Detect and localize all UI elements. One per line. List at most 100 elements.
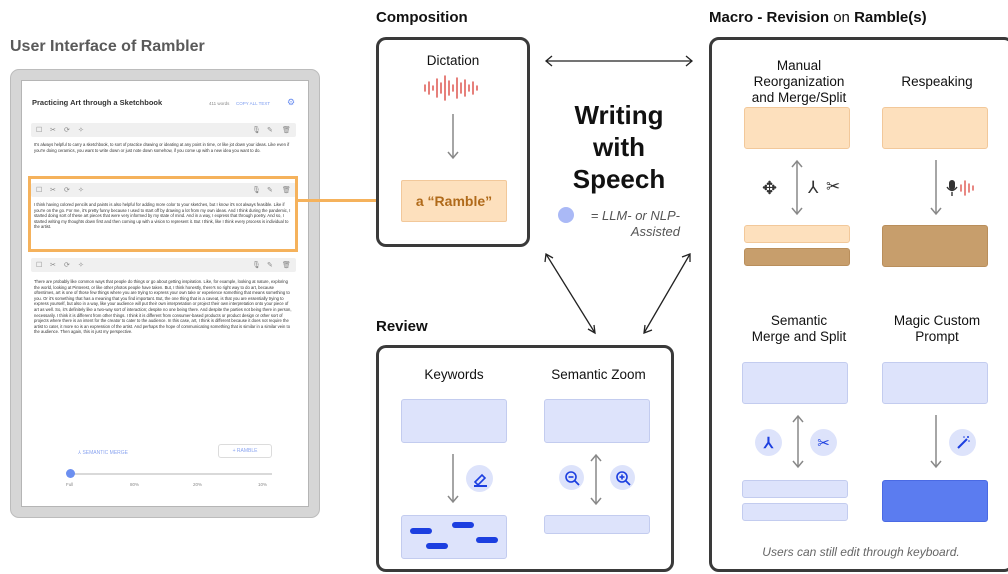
llm-legend: = LLM- or NLP- Assisted — [580, 208, 680, 240]
macro-footnote: Users can still edit through keyboard. — [762, 545, 960, 559]
zoom-out-icon — [559, 465, 584, 490]
respeaking-title: Respeaking — [901, 74, 973, 89]
review-frame: Keywords Semantic Zoom — [376, 345, 674, 572]
legend-line2: Assisted — [630, 224, 680, 239]
swap-icon[interactable]: ⟳ — [64, 127, 70, 134]
magic-icon[interactable]: ✧ — [78, 187, 84, 194]
macro-heading: Macro - Revision on Ramble(s) — [709, 9, 927, 26]
review-heading: Review — [376, 318, 428, 335]
highlight-connector — [298, 199, 401, 202]
manual-updown-arrow — [791, 159, 803, 216]
zoom-label-20: 20% — [193, 482, 203, 487]
move-icon: ✥ — [762, 178, 778, 198]
zoom-updown-arrow — [590, 453, 602, 506]
mic-icon[interactable]: 🎙 — [252, 187, 261, 194]
keyword-mark — [410, 528, 432, 534]
semantic-block-split-top — [742, 480, 848, 498]
checkbox-icon[interactable]: ☐ — [36, 127, 43, 134]
magic-icon[interactable]: ✧ — [78, 262, 84, 269]
pencil-icon[interactable]: ✎ — [267, 127, 273, 134]
trash-icon[interactable]: 🗑 — [282, 127, 291, 134]
semantic-block-top — [742, 362, 848, 404]
respeaking-down-arrow — [930, 160, 942, 216]
semantic-merge-button[interactable]: ⅄ SEMANTIC MERGE — [78, 450, 128, 456]
macro-heading-a: Macro - Revision — [709, 9, 830, 26]
word-count: 411 words — [209, 101, 230, 106]
scissors-icon[interactable]: ✂ — [50, 262, 56, 269]
keyword-mark — [426, 543, 448, 549]
card-toolbar: ☐ ✂ ⟳ ✧ 🎙 ✎ 🗑 — [31, 258, 296, 272]
respeaking-block-bottom — [882, 225, 988, 267]
waveform-icon — [424, 75, 478, 101]
pencil-icon[interactable]: ✎ — [267, 262, 273, 269]
mic-icon[interactable]: 🎙 — [252, 127, 261, 134]
paragraph-1[interactable]: It's always helpful to carry a sketchboo… — [34, 142, 290, 153]
composition-heading: Composition — [376, 9, 468, 26]
magic-icon[interactable]: ✧ — [78, 127, 84, 134]
card-toolbar: ☐ ✂ ⟳ ✧ 🎙 ✎ 🗑 — [31, 123, 296, 137]
respeaking-block-top — [882, 107, 988, 149]
paragraph-3[interactable]: There are probably like common ways that… — [34, 279, 292, 335]
swap-icon[interactable]: ⟳ — [64, 187, 70, 194]
macro-heading-c: Ramble(s) — [854, 9, 927, 26]
manual-block-split-bottom — [744, 248, 850, 266]
manual-block-top — [744, 107, 850, 149]
highlighter-icon — [466, 465, 493, 492]
center-title-line1: Writing — [574, 100, 664, 130]
manual-title-line3: and Merge/Split — [751, 90, 847, 105]
mic-waveform-icon — [946, 180, 974, 196]
zoom-slider-track[interactable] — [69, 473, 272, 475]
pencil-icon[interactable]: ✎ — [267, 187, 273, 194]
trash-icon[interactable]: 🗑 — [282, 187, 291, 194]
keyword-mark — [452, 522, 474, 528]
keywords-highlighted-block — [401, 515, 507, 559]
zoom-block-full — [544, 399, 650, 443]
semantic-block-split-bottom — [742, 503, 848, 521]
macro-heading-b: on — [829, 9, 855, 26]
semantic-split-icon: ✂ — [810, 429, 837, 456]
center-title: Writing with Speech — [544, 99, 694, 195]
zoom-block-summary — [544, 515, 650, 534]
settings-icon[interactable]: ⚙ — [287, 97, 296, 107]
keyword-mark — [476, 537, 498, 543]
ui-heading: User Interface of Rambler — [10, 38, 205, 55]
magic-title-line2: Prompt — [915, 329, 959, 344]
app-title: Practicing Art through a Sketchbook — [32, 98, 163, 107]
checkbox-icon[interactable]: ☐ — [36, 187, 43, 194]
trash-icon[interactable]: 🗑 — [282, 262, 291, 269]
semantic-zoom-label: Semantic Zoom — [551, 367, 646, 382]
swap-icon[interactable]: ⟳ — [64, 262, 70, 269]
manual-title-line1: Manual — [776, 58, 822, 73]
mic-icon[interactable]: 🎙 — [252, 262, 261, 269]
semantic-title-line2: Merge and Split — [751, 329, 847, 344]
ramble-card-1[interactable]: ☐ ✂ ⟳ ✧ 🎙 ✎ 🗑 It's always helpful to car… — [31, 123, 296, 176]
magic-title: Magic Custom Prompt — [877, 313, 997, 345]
highlight-box — [28, 176, 298, 252]
ramble-block: a “Ramble” — [401, 180, 507, 222]
paragraph-2[interactable]: I think having colored pencils and paint… — [34, 202, 291, 230]
manual-block-split-top — [744, 225, 850, 243]
ramble-button[interactable]: + RAMBLE — [218, 444, 272, 458]
macro-frame: Manual Reorganization and Merge/Split Re… — [709, 37, 1008, 572]
card-toolbar: ☐ ✂ ⟳ ✧ 🎙 ✎ 🗑 — [31, 183, 296, 197]
copy-all-button[interactable]: COPY ALL TEXT — [236, 101, 271, 106]
dictation-label: Dictation — [426, 53, 480, 68]
scissors-icon: ✂ — [826, 177, 841, 196]
keywords-block — [401, 399, 507, 443]
ramble-card-3[interactable]: ☐ ✂ ⟳ ✧ 🎙 ✎ 🗑 There are probably like co… — [31, 258, 296, 378]
scissors-icon[interactable]: ✂ — [50, 127, 56, 134]
keywords-down-arrow — [447, 454, 459, 504]
checkbox-icon[interactable]: ☐ — [36, 262, 43, 269]
magic-block-result — [882, 480, 988, 522]
magic-title-line1: Magic Custom — [893, 313, 981, 328]
legend-line1: = LLM- or NLP- — [590, 208, 680, 223]
zoom-in-icon — [610, 465, 635, 490]
composition-frame: Dictation a “Ramble” — [376, 37, 530, 247]
zoom-label-10: 10% — [258, 482, 268, 487]
llm-legend-dot — [558, 207, 574, 223]
zoom-slider-handle[interactable] — [66, 469, 75, 478]
scissors-icon[interactable]: ✂ — [50, 187, 56, 194]
manual-title-line2: Reorganization — [753, 74, 845, 89]
ramble-card-2[interactable]: ☐ ✂ ⟳ ✧ 🎙 ✎ 🗑 I think having colored pen… — [31, 183, 296, 249]
